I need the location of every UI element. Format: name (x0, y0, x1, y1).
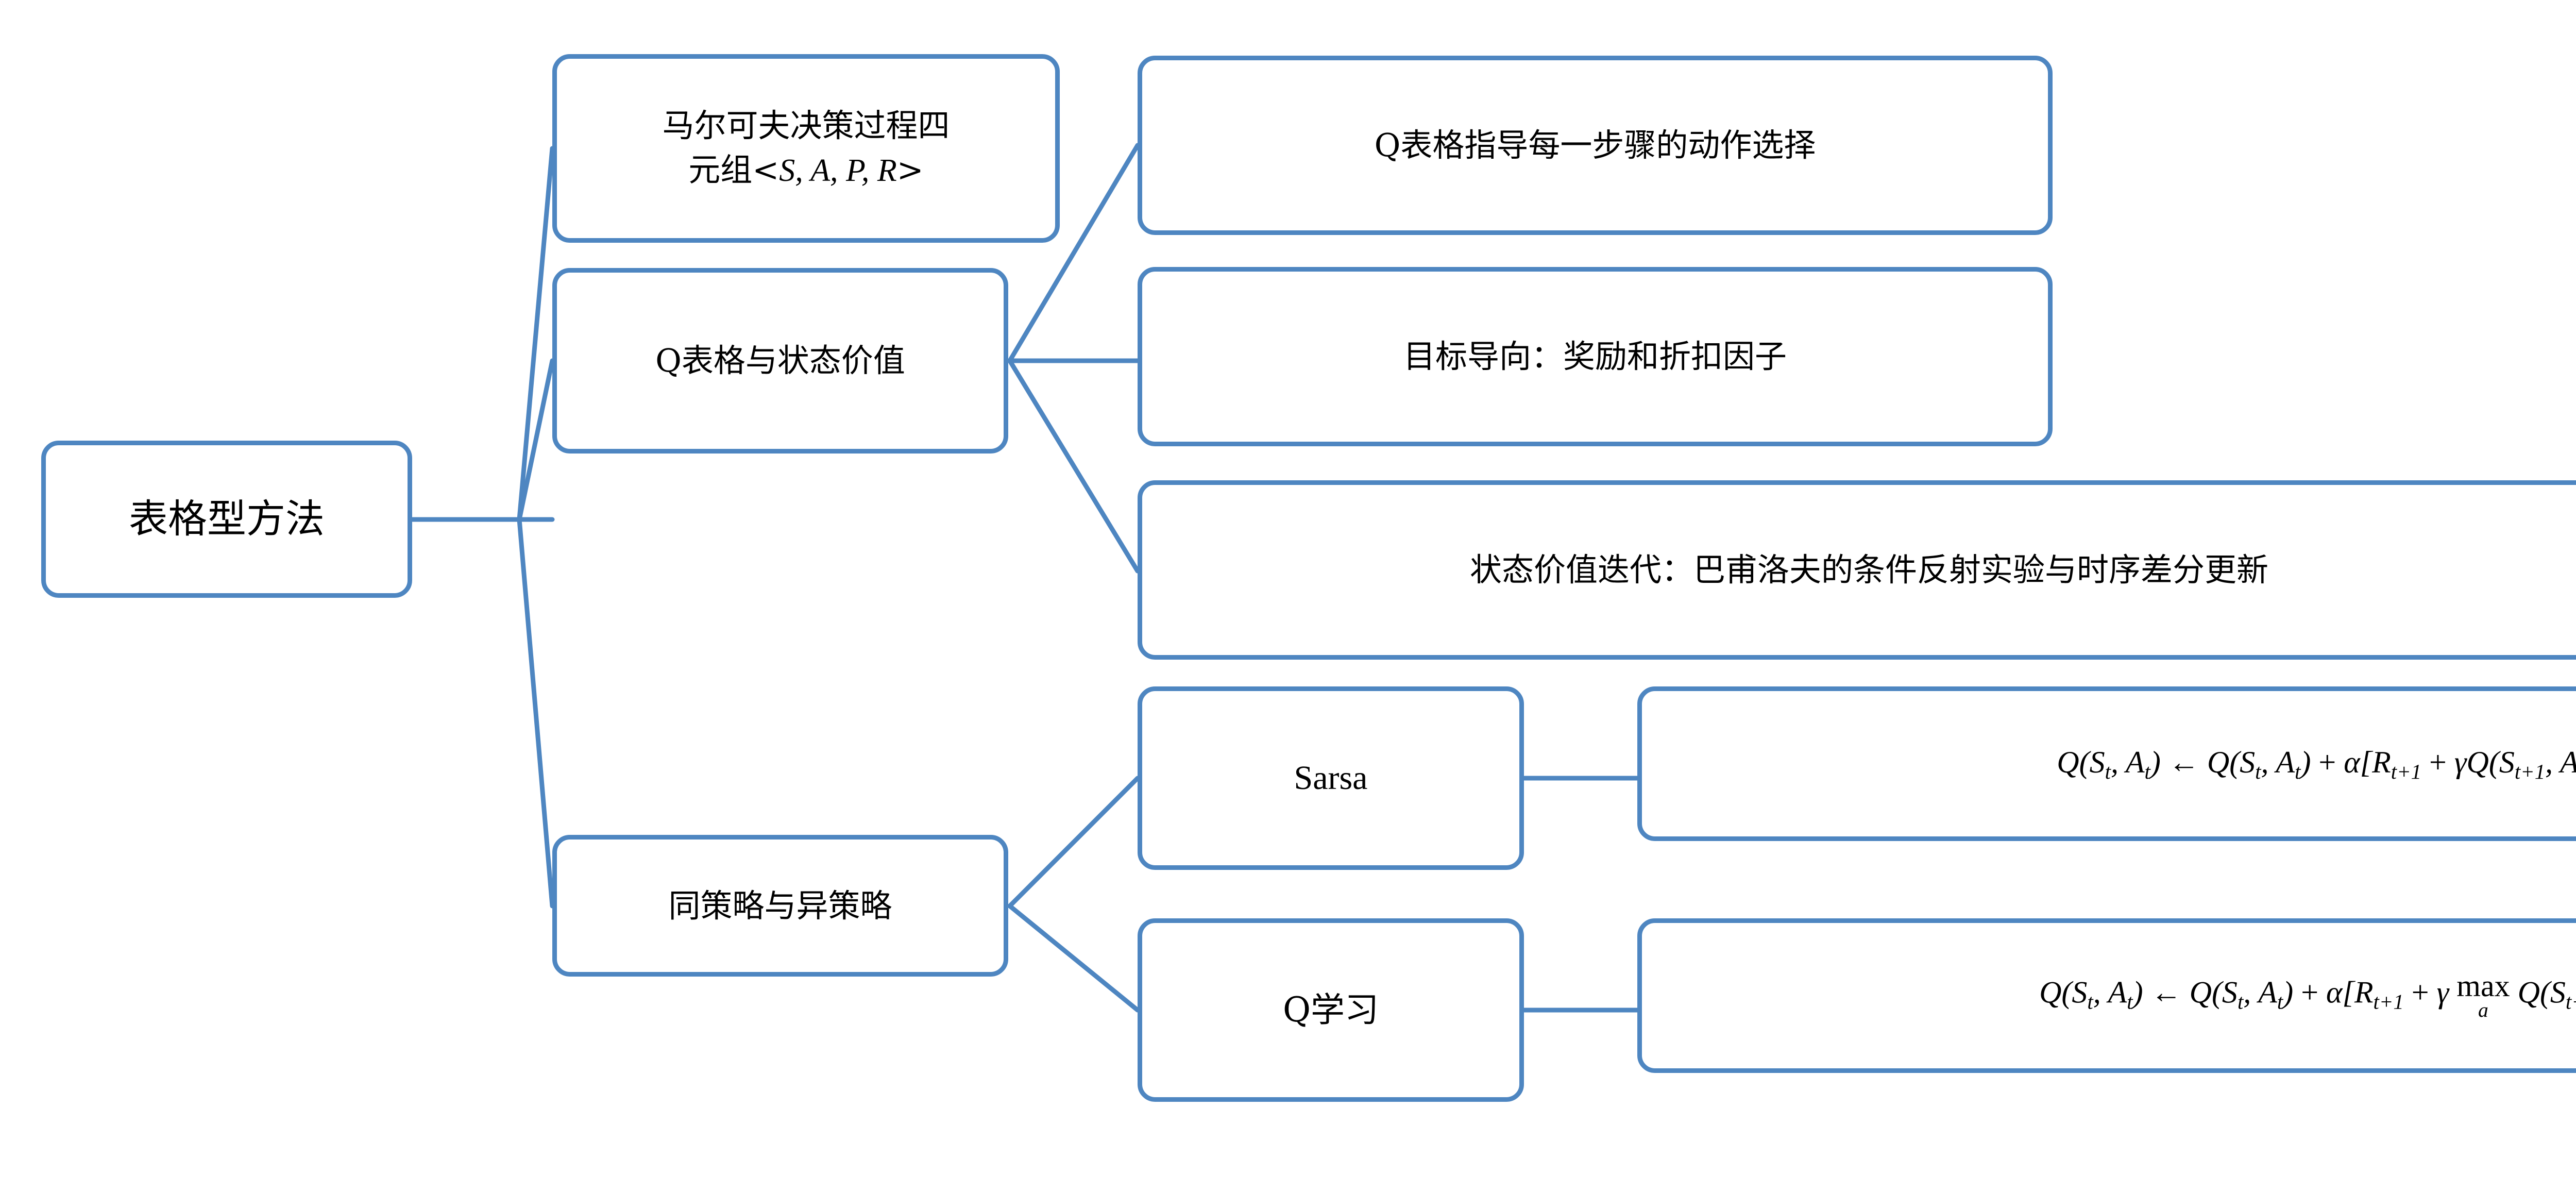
mdp-line-2-prefix: 元组< (688, 151, 779, 189)
formula-node-sarsa-expression: Q(St, At) ← Q(St, At) + α[Rt+1 + γQ(St+1… (2057, 745, 2576, 784)
leaf-node-goal-reward-discount-label: 目标导向：奖励和折扣因子 (1403, 338, 1787, 376)
formula-node-sarsa[interactable]: Q(St, At) ← Q(St, At) + α[Rt+1 + γQ(St+1… (1637, 686, 2576, 841)
leaf-node-sarsa-label: Sarsa (1294, 759, 1368, 797)
leaf-node-goal-reward-discount[interactable]: 目标导向：奖励和折扣因子 (1138, 267, 2053, 446)
branch-node-mdp[interactable]: 马尔可夫决策过程四 元组<S, A, P, R> (552, 54, 1060, 243)
root-node[interactable]: 表格型方法 (41, 441, 412, 598)
leaf-node-qlearning[interactable]: Q学习 (1138, 918, 1524, 1102)
root-node-label: 表格型方法 (129, 496, 325, 542)
branch-node-qtable-label: Q表格与状态价值 (655, 342, 905, 380)
leaf-node-value-iteration-pavlov[interactable]: 状态价值迭代：巴甫洛夫的条件反射实验与时序差分更新 (1138, 480, 2576, 660)
mdp-line-1: 马尔可夫决策过程四 (662, 107, 950, 145)
branch-node-qtable[interactable]: Q表格与状态价值 (552, 268, 1008, 454)
branch-node-mdp-label: 马尔可夫决策过程四 元组<S, A, P, R> (653, 104, 959, 192)
branch-node-policy[interactable]: 同策略与异策略 (552, 835, 1008, 977)
leaf-node-qlearning-label: Q学习 (1282, 990, 1379, 1030)
leaf-node-value-iteration-pavlov-label: 状态价值迭代：巴甫洛夫的条件反射实验与时序差分更新 (1469, 551, 2268, 589)
mdp-line-2-suffix: > (896, 151, 924, 189)
branch-node-policy-label: 同策略与异策略 (668, 886, 892, 925)
leaf-node-sarsa[interactable]: Sarsa (1138, 686, 1524, 870)
mdp-line-2-math: S, A, P, R (779, 153, 897, 188)
leaf-node-qtable-guides-action[interactable]: Q表格指导每一步骤的动作选择 (1138, 56, 2053, 235)
leaf-node-qtable-guides-action-label: Q表格指导每一步骤的动作选择 (1374, 126, 1816, 164)
